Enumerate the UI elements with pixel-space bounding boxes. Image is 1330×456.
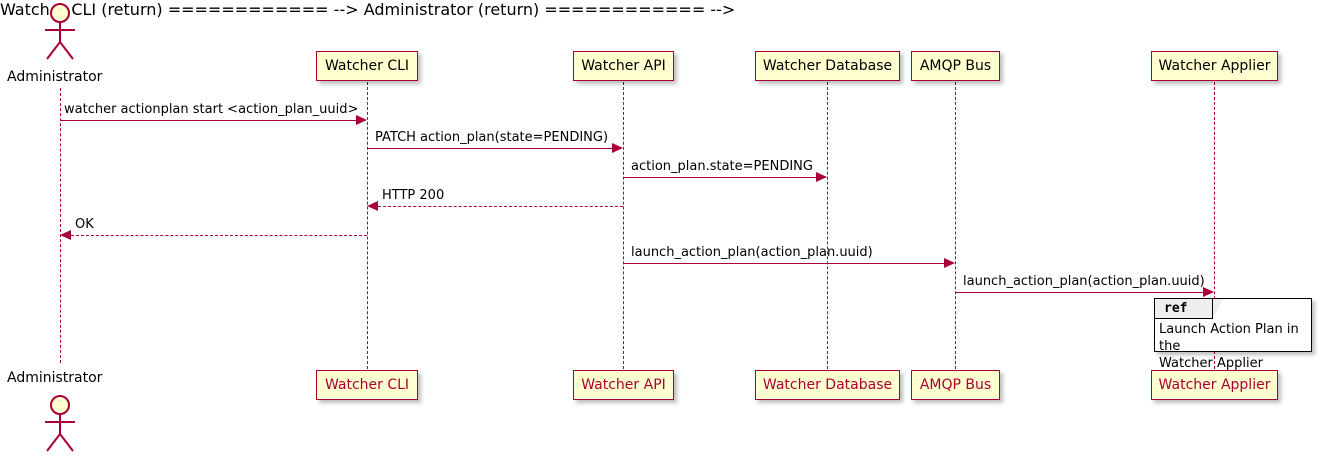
- message-label-2: PATCH action_plan(state=PENDING): [375, 130, 609, 145]
- participant-amqp-bus-bottom[interactable]: AMQP Bus: [911, 370, 1000, 400]
- message-arrowhead-6: [944, 258, 955, 268]
- participant-watcher-api-bottom[interactable]: Watcher API: [573, 370, 674, 400]
- message-arrowhead-1: [356, 115, 367, 125]
- message-line-2: [367, 148, 613, 149]
- lifeline-administrator: [60, 88, 61, 363]
- ref-fragment-body: Launch Action Plan in the Watcher Applie…: [1159, 322, 1299, 371]
- ref-fragment-tab-clip: [1213, 299, 1223, 319]
- participant-amqp-bus-top[interactable]: AMQP Bus: [911, 51, 1000, 81]
- ref-fragment-tab: ref: [1155, 299, 1213, 319]
- lifeline-watcher-database: [827, 82, 828, 369]
- message-line-6: [623, 263, 945, 264]
- message-arrowhead-5: [60, 230, 71, 240]
- participant-watcher-applier-bottom[interactable]: Watcher Applier: [1151, 370, 1278, 400]
- message-line-3: [623, 177, 817, 178]
- message-label-6: launch_action_plan(action_plan.uuid): [631, 245, 873, 260]
- participant-watcher-applier-top[interactable]: Watcher Applier: [1151, 51, 1278, 81]
- lifeline-watcher-cli: [367, 82, 368, 369]
- actor-label-top: Administrator: [7, 69, 103, 85]
- message-line-7: [955, 292, 1204, 293]
- lifeline-watcher-applier: [1214, 82, 1215, 369]
- participant-watcher-api-top[interactable]: Watcher API: [573, 51, 674, 81]
- actor-administrator-top: [45, 3, 75, 60]
- message-label-4: HTTP 200: [382, 188, 445, 203]
- participant-watcher-cli-bottom[interactable]: Watcher CLI: [316, 370, 418, 400]
- participant-watcher-database-top[interactable]: Watcher Database: [755, 51, 900, 81]
- message-line-4: [378, 206, 623, 207]
- message-line-1: [60, 120, 357, 121]
- ref-fragment: ref: [1154, 298, 1312, 352]
- message-label-5: OK: [75, 217, 94, 232]
- participant-watcher-database-bottom[interactable]: Watcher Database: [755, 370, 900, 400]
- message-arrowhead-3: [816, 172, 827, 182]
- message-arrowhead-7: [1203, 287, 1214, 297]
- lifeline-watcher-api: [623, 82, 624, 369]
- lifeline-amqp-bus: [955, 82, 956, 369]
- actor-label-bottom: Administrator: [7, 370, 103, 386]
- actor-administrator-bottom: [45, 395, 75, 452]
- message-label-7: launch_action_plan(action_plan.uuid): [963, 274, 1205, 289]
- message-label-1: watcher actionplan start <action_plan_uu…: [64, 102, 359, 117]
- message-arrowhead-4: [367, 201, 378, 211]
- participant-watcher-cli-top[interactable]: Watcher CLI: [316, 51, 418, 81]
- message-arrowhead-2: [612, 143, 623, 153]
- message-label-3: action_plan.state=PENDING: [631, 159, 813, 174]
- message-line-5: [71, 235, 367, 236]
